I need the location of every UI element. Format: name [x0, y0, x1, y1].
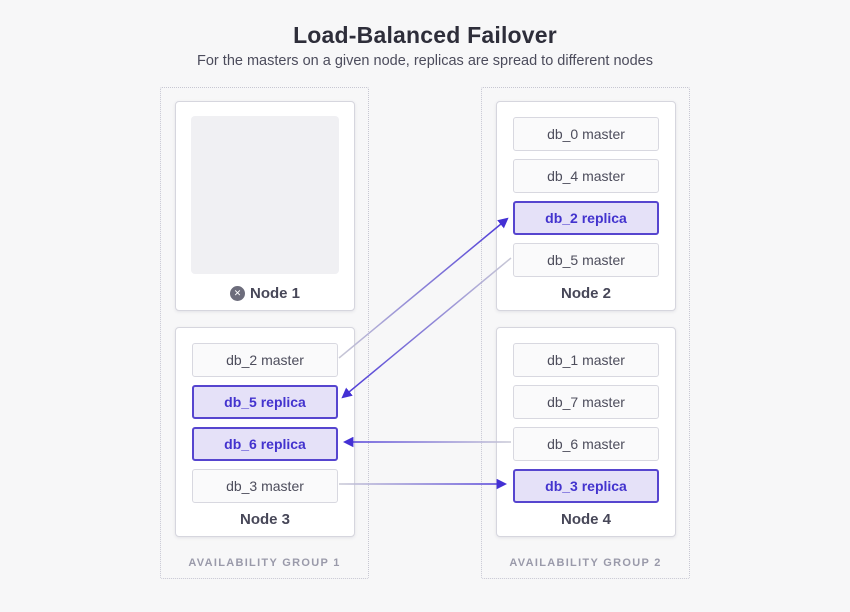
availability-group-2: db_0 master db_4 master db_2 replica db_…	[481, 87, 690, 579]
node-1-name: Node 1	[249, 285, 300, 302]
node-2-card: db_0 master db_4 master db_2 replica db_…	[496, 101, 676, 311]
availability-group-1-label: AVAILABILITY GROUP 1	[188, 557, 341, 569]
node-2-label-row: Node 2	[497, 285, 675, 302]
db-box-db_5-master: db_5 master	[513, 243, 659, 277]
node-4-name: Node 4	[560, 511, 611, 528]
node-4-label-row: Node 4	[497, 511, 675, 528]
x-circle-icon: ✕	[229, 286, 245, 301]
node-3-name: Node 3	[239, 511, 290, 528]
db-box-db_4-master: db_4 master	[513, 159, 659, 193]
db-box-db_3-replica: db_3 replica	[513, 469, 659, 503]
node-1-label-row: ✕ Node 1	[176, 285, 354, 302]
db-box-db_1-master: db_1 master	[513, 343, 659, 377]
availability-group-1: ✕ Node 1 db_2 master db_5 replica db_6 r…	[160, 87, 369, 579]
node-4-card: db_1 master db_7 master db_6 master db_3…	[496, 327, 676, 537]
node-3-label-row: Node 3	[176, 511, 354, 528]
node-3-db-list: db_2 master db_5 replica db_6 replica db…	[176, 328, 354, 503]
diagram-title: Load-Balanced Failover	[293, 22, 557, 48]
db-box-db_2-master: db_2 master	[192, 343, 338, 377]
db-box-db_3-master: db_3 master	[192, 469, 338, 503]
node-4-db-list: db_1 master db_7 master db_6 master db_3…	[497, 328, 675, 503]
node-2-name: Node 2	[560, 285, 611, 302]
db-box-db_6-master: db_6 master	[513, 427, 659, 461]
db-box-db_7-master: db_7 master	[513, 385, 659, 419]
db-box-db_5-replica: db_5 replica	[192, 385, 338, 419]
db-box-db_0-master: db_0 master	[513, 117, 659, 151]
node-2-db-list: db_0 master db_4 master db_2 replica db_…	[497, 102, 675, 277]
node-3-card: db_2 master db_5 replica db_6 replica db…	[175, 327, 355, 537]
node-1-card: ✕ Node 1	[175, 101, 355, 311]
db-box-db_2-replica: db_2 replica	[513, 201, 659, 235]
diagram-subtitle: For the masters on a given node, replica…	[197, 53, 653, 69]
db-box-db_6-replica: db_6 replica	[192, 427, 338, 461]
failed-node-placeholder	[191, 116, 339, 274]
availability-group-2-label: AVAILABILITY GROUP 2	[509, 557, 662, 569]
